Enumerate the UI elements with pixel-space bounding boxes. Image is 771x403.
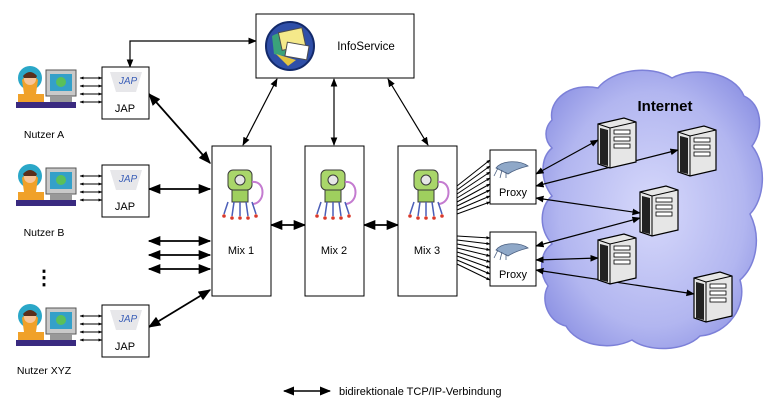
jap-xyz: JAP JAP <box>101 304 150 358</box>
user-xyz <box>16 304 77 346</box>
user-at-computer-icon <box>16 164 77 206</box>
proxy-1: Proxy <box>489 149 537 205</box>
link-proxy1-server3 <box>535 195 641 216</box>
link-proxy2-server3 <box>535 216 641 248</box>
jap-logo-icon: JAP <box>110 310 142 330</box>
globe-icon <box>265 21 315 71</box>
mixer-machine-icon <box>222 169 264 220</box>
user-jap-links <box>79 76 103 342</box>
server-tower-icon <box>677 125 717 177</box>
mixer-machine-icon <box>315 169 357 220</box>
jap-b: JAP JAP <box>101 164 150 218</box>
proxy-2-label: Proxy <box>499 269 528 281</box>
infoservice-node: InfoService <box>255 13 415 79</box>
server-tower-icon <box>597 233 637 285</box>
jap-b-label: JAP <box>115 201 135 213</box>
user-a-label: Nutzer A <box>24 129 64 141</box>
proxy-2: Proxy <box>489 231 537 287</box>
internet-label: Internet <box>637 98 692 115</box>
link-proxy2-server4 <box>535 254 599 264</box>
server-3 <box>639 185 679 237</box>
mixer-machine-icon <box>408 169 450 220</box>
link-proxy1-server2 <box>535 148 679 188</box>
mix-2-label: Mix 2 <box>321 245 347 257</box>
server-tower-icon <box>639 185 679 237</box>
jap-b-logo-text: JAP <box>118 174 138 185</box>
server-tower-icon <box>597 117 637 169</box>
ellipsis: ⋮ <box>34 267 54 289</box>
jap-a-logo-text: JAP <box>118 76 138 87</box>
proxy-squid-icon <box>493 161 529 179</box>
server-4 <box>597 233 637 285</box>
mix3-proxy-bundles <box>456 159 491 281</box>
jap-logo-icon: JAP <box>110 72 142 92</box>
server-2 <box>677 125 717 177</box>
link-jap-a-mix1 <box>148 93 211 164</box>
mix-1-label: Mix 1 <box>228 245 254 257</box>
legend-label: bidirektionale TCP/IP-Verbindung <box>339 386 501 398</box>
link-infoservice-mix1 <box>242 78 278 146</box>
mix-1: Mix 1 <box>211 145 272 297</box>
server-1 <box>597 117 637 169</box>
server-5 <box>693 271 733 323</box>
jap-a: JAP JAP <box>101 66 150 120</box>
mix-3-label: Mix 3 <box>414 245 440 257</box>
server-tower-icon <box>693 271 733 323</box>
jap-xyz-label: JAP <box>115 341 135 353</box>
user-xyz-label: Nutzer XYZ <box>17 365 72 377</box>
legend: bidirektionale TCP/IP-Verbindung <box>282 386 501 398</box>
proxy-1-label: Proxy <box>499 187 528 199</box>
jap-xyz-logo-text: JAP <box>118 314 138 325</box>
user-b <box>16 164 77 206</box>
mix-2: Mix 2 <box>304 145 365 297</box>
infoservice-label: InfoService <box>337 41 395 53</box>
proxy-squid-icon <box>493 243 529 261</box>
link-infoservice-mix3 <box>387 78 429 146</box>
mix-3: Mix 3 <box>397 145 458 297</box>
link-jap-a-infoservice <box>126 37 257 68</box>
jap-a-label: JAP <box>115 103 135 115</box>
jap-logo-icon: JAP <box>110 170 142 190</box>
user-a <box>16 66 77 108</box>
link-jap-xyz-mix1 <box>147 289 212 328</box>
user-at-computer-icon <box>16 304 77 346</box>
user-b-label: Nutzer B <box>24 227 65 239</box>
user-at-computer-icon <box>16 66 77 108</box>
